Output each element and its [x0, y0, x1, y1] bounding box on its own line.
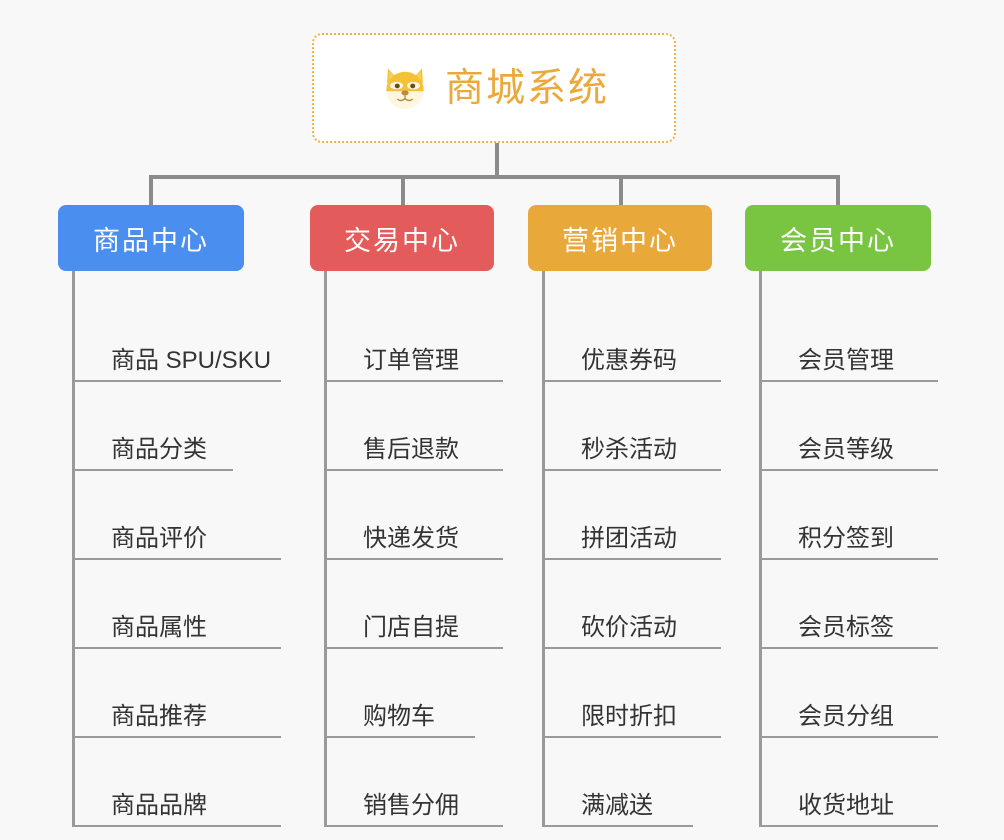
leaf-label: 商品品牌 [111, 792, 207, 819]
leaf-label: 商品评价 [111, 525, 207, 552]
leaf-label: 商品 SPU/SKU [111, 347, 272, 374]
category-header-member[interactable]: 会员中心 [745, 205, 931, 271]
list-item[interactable]: 商品品牌 [75, 738, 281, 827]
category-label: 交易中心 [344, 225, 460, 256]
leaf-label: 商品分类 [111, 436, 207, 463]
leaf-label: 门店自提 [363, 614, 459, 641]
category-header-product[interactable]: 商品中心 [58, 205, 244, 271]
list-item[interactable]: 拼团活动 [545, 471, 721, 560]
category-column-product: 商品中心 商品 SPU/SKU 商品分类 商品评价 商品属性 商品推荐 商品品牌 [58, 205, 294, 827]
connector-drop-4 [836, 175, 840, 207]
connector-horizontal-bus [149, 175, 839, 179]
category-label: 营销中心 [562, 225, 678, 256]
list-item[interactable]: 购物车 [327, 649, 475, 738]
leaf-list-trade: 订单管理 售后退款 快递发货 门店自提 购物车 销售分佣 [324, 271, 522, 827]
category-label: 会员中心 [780, 225, 896, 256]
leaf-label: 销售分佣 [363, 792, 459, 819]
list-item[interactable]: 商品推荐 [75, 649, 281, 738]
root-title: 商城系统 [444, 66, 609, 110]
list-item[interactable]: 会员等级 [762, 382, 938, 471]
leaf-label: 砍价活动 [581, 614, 677, 641]
category-column-member: 会员中心 会员管理 会员等级 积分签到 会员标签 会员分组 收货地址 [745, 205, 951, 827]
list-item[interactable]: 销售分佣 [327, 738, 503, 827]
list-item[interactable]: 商品评价 [75, 471, 281, 560]
list-item[interactable]: 门店自提 [327, 560, 503, 649]
list-item[interactable]: 快递发货 [327, 471, 503, 560]
list-item[interactable]: 积分签到 [762, 471, 938, 560]
category-header-trade[interactable]: 交易中心 [310, 205, 494, 271]
list-item[interactable]: 砍价活动 [545, 560, 721, 649]
leaf-label: 优惠券码 [581, 347, 677, 374]
leaf-label: 积分签到 [798, 525, 894, 552]
list-item[interactable]: 秒杀活动 [545, 382, 721, 471]
connector-drop-3 [619, 175, 623, 207]
category-header-marketing[interactable]: 营销中心 [528, 205, 712, 271]
leaf-list-member: 会员管理 会员等级 积分签到 会员标签 会员分组 收货地址 [759, 271, 951, 827]
leaf-label: 秒杀活动 [581, 436, 677, 463]
connector-root-stem [495, 143, 499, 178]
leaf-label: 会员标签 [798, 614, 894, 641]
list-item[interactable]: 收货地址 [762, 738, 938, 827]
list-item[interactable]: 会员管理 [762, 293, 938, 382]
leaf-label: 拼团活动 [581, 525, 677, 552]
leaf-label: 会员等级 [798, 436, 894, 463]
list-item[interactable]: 售后退款 [327, 382, 503, 471]
leaf-label: 快递发货 [363, 525, 459, 552]
list-item[interactable]: 商品 SPU/SKU [75, 293, 281, 382]
connector-drop-1 [149, 175, 153, 207]
category-label: 商品中心 [93, 225, 209, 256]
leaf-label: 限时折扣 [581, 703, 677, 730]
leaf-label: 会员分组 [798, 703, 894, 730]
leaf-list-marketing: 优惠券码 秒杀活动 拼团活动 砍价活动 限时折扣 满减送 [542, 271, 734, 827]
leaf-label: 收货地址 [798, 792, 894, 819]
root-node[interactable]: 商城系统 [312, 33, 676, 143]
leaf-label: 订单管理 [363, 347, 459, 374]
leaf-label: 购物车 [363, 703, 435, 730]
category-column-trade: 交易中心 订单管理 售后退款 快递发货 门店自提 购物车 销售分佣 [310, 205, 522, 827]
leaf-label: 售后退款 [363, 436, 459, 463]
leaf-label: 会员管理 [798, 347, 894, 374]
connector-drop-2 [401, 175, 405, 207]
list-item[interactable]: 会员分组 [762, 649, 938, 738]
leaf-label: 商品推荐 [111, 703, 207, 730]
shiba-dog-face-icon [379, 62, 431, 114]
list-item[interactable]: 满减送 [545, 738, 693, 827]
list-item[interactable]: 优惠券码 [545, 293, 721, 382]
list-item[interactable]: 商品属性 [75, 560, 281, 649]
leaf-label: 满减送 [581, 792, 653, 819]
list-item[interactable]: 会员标签 [762, 560, 938, 649]
list-item[interactable]: 商品分类 [75, 382, 233, 471]
list-item[interactable]: 订单管理 [327, 293, 503, 382]
leaf-label: 商品属性 [111, 614, 207, 641]
category-column-marketing: 营销中心 优惠券码 秒杀活动 拼团活动 砍价活动 限时折扣 满减送 [528, 205, 734, 827]
list-item[interactable]: 限时折扣 [545, 649, 721, 738]
leaf-list-product: 商品 SPU/SKU 商品分类 商品评价 商品属性 商品推荐 商品品牌 [72, 271, 294, 827]
